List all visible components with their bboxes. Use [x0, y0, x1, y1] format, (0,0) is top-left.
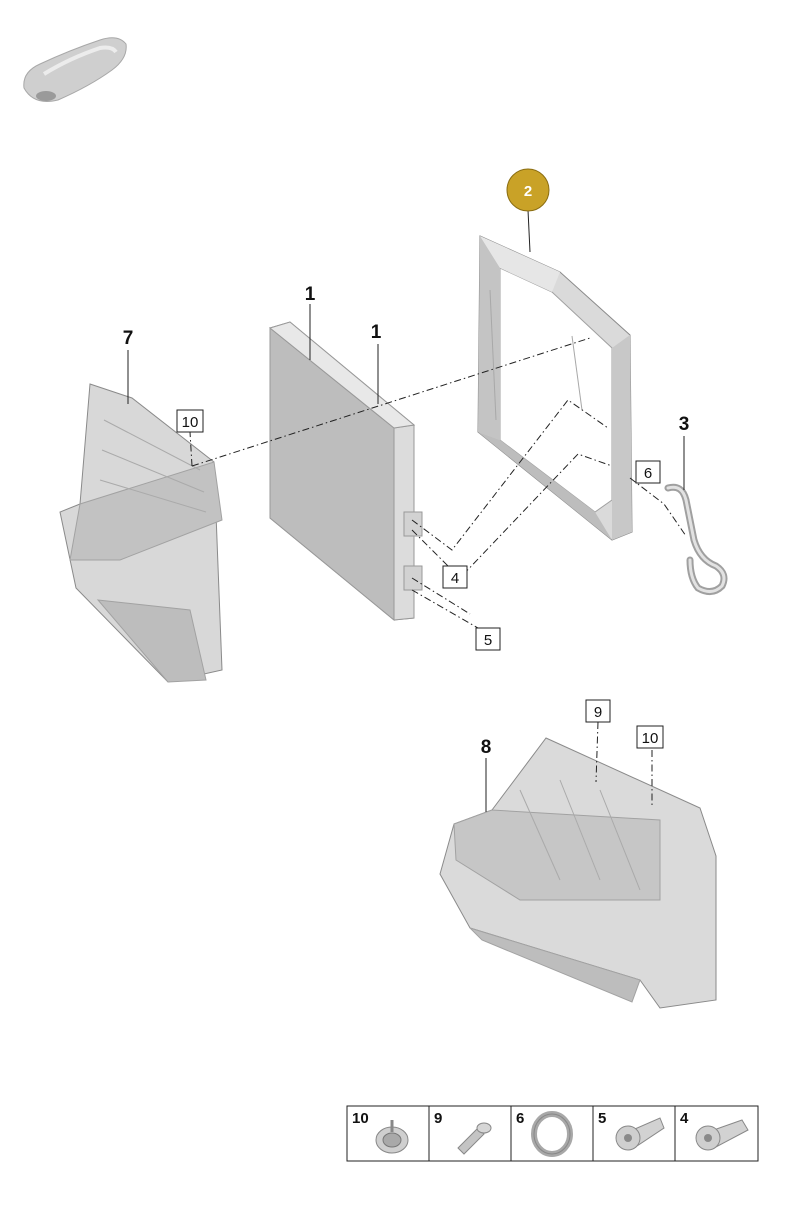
ref-box-6[interactable]: 6	[635, 460, 661, 484]
svg-text:10: 10	[642, 730, 659, 747]
part-label-1a[interactable]: 1	[305, 284, 316, 305]
callout-label: 2	[524, 183, 532, 200]
ref-box-10-bottom[interactable]: 10	[636, 725, 664, 749]
screw-with-washer-icon	[375, 1120, 409, 1154]
torx-bolt-icon	[695, 1119, 749, 1151]
fastener-legend: 10 9 6 5	[346, 1105, 759, 1162]
svg-text:9: 9	[434, 1110, 442, 1127]
ref-box-5[interactable]: 5	[475, 627, 501, 651]
coolant-hose[interactable]	[664, 483, 728, 595]
callout-part-2[interactable]: 2	[506, 168, 550, 212]
left-air-duct[interactable]	[59, 383, 223, 683]
leader-lines	[127, 209, 685, 812]
svg-text:4: 4	[680, 1110, 689, 1127]
legend-cell-9[interactable]: 9	[434, 1110, 492, 1155]
svg-text:6: 6	[644, 465, 652, 482]
radiator-frame[interactable]	[477, 235, 633, 541]
assembly-lines	[189, 337, 687, 806]
radiator-core[interactable]	[268, 321, 423, 622]
legend-cell-10[interactable]: 10	[352, 1110, 409, 1154]
ref-box-10-top[interactable]: 10	[176, 409, 204, 433]
part-label-8[interactable]: 8	[481, 737, 492, 758]
legend-cell-6[interactable]: 6	[516, 1110, 573, 1157]
svg-text:10: 10	[352, 1110, 369, 1127]
svg-text:10: 10	[182, 414, 199, 431]
ring-seal-icon	[531, 1111, 573, 1157]
svg-text:4: 4	[451, 570, 459, 587]
legend-cell-4[interactable]: 4	[680, 1110, 749, 1151]
part-label-7[interactable]: 7	[123, 328, 134, 349]
torx-screw-icon	[615, 1117, 665, 1151]
svg-text:6: 6	[516, 1110, 524, 1127]
svg-text:5: 5	[484, 632, 492, 649]
part-label-1b[interactable]: 1	[371, 322, 382, 343]
part-label-3[interactable]: 3	[679, 414, 690, 435]
car-silhouette-icon[interactable]	[23, 37, 127, 102]
svg-text:9: 9	[594, 704, 602, 721]
right-air-duct[interactable]	[439, 737, 717, 1009]
svg-text:5: 5	[598, 1110, 606, 1127]
legend-cell-5[interactable]: 5	[598, 1110, 665, 1151]
ref-box-4[interactable]: 4	[442, 565, 468, 589]
ref-box-9[interactable]: 9	[585, 699, 611, 723]
expansion-rivet-icon	[457, 1122, 492, 1155]
